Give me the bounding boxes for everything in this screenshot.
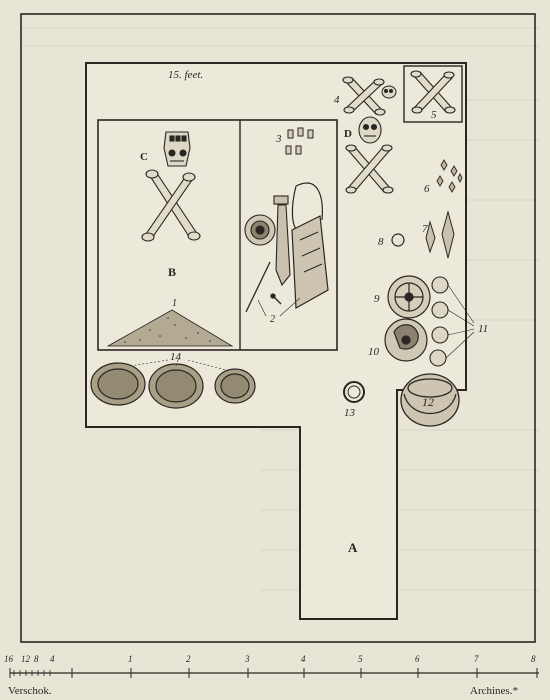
- ring-13-inner: [347, 385, 361, 399]
- area-letter-a: A: [348, 540, 358, 555]
- crossed-bones-4: [342, 76, 386, 116]
- item-number-10: 10: [368, 346, 380, 358]
- item-number-6: 6: [424, 183, 430, 195]
- area-letter-b: B: [168, 265, 176, 279]
- crossed-bones-d: [345, 144, 394, 194]
- vessel-12: [400, 373, 460, 427]
- arrowheads-7: [425, 210, 455, 259]
- archine-tick-3: 3: [244, 654, 250, 664]
- grave-chamber-outline: [85, 62, 467, 620]
- item-number-7: 7: [422, 223, 428, 235]
- archine-tick-1: 1: [128, 654, 133, 664]
- archine-tick-8: 8: [531, 654, 536, 664]
- scale-bar: [9, 668, 539, 678]
- archine-tick-2: 2: [186, 654, 191, 664]
- disc-10: [384, 318, 428, 362]
- archine-tick-7: 7: [474, 654, 479, 664]
- item-number-4: 4: [334, 94, 340, 106]
- item-number-11: 11: [478, 323, 488, 335]
- item-number-2: 2: [270, 314, 275, 325]
- sand-heap-dots: [124, 317, 211, 343]
- leaders-11: [445, 284, 475, 359]
- crossed-bones-b: [141, 169, 201, 242]
- verschok-tick-8: 8: [34, 654, 39, 664]
- scale-label-verschok: Verschok.: [8, 685, 52, 697]
- compartment-box: [97, 119, 338, 351]
- spear: [245, 261, 282, 313]
- verschok-tick-4: 4: [50, 654, 55, 664]
- sword: [273, 195, 291, 287]
- item-number-12: 12: [422, 395, 434, 409]
- verschok-tick-12: 12: [21, 654, 31, 664]
- archine-tick-5: 5: [358, 654, 363, 664]
- small-discs-11: [429, 276, 449, 367]
- leader-2b: [279, 297, 301, 317]
- verschok-tick-16: 16: [4, 654, 14, 664]
- scale-label-archines: Archines.*: [470, 685, 518, 697]
- item-number-13: 13: [344, 407, 356, 419]
- dimension-label: 15. feet.: [168, 69, 203, 81]
- area-letter-c: C: [140, 151, 148, 163]
- skull-d: [358, 116, 382, 144]
- leaders-14: [129, 359, 227, 371]
- item-number-5: 5: [431, 109, 437, 121]
- round-objects-14: [90, 362, 256, 409]
- disc-9: [387, 275, 431, 319]
- leader-2a: [257, 299, 267, 317]
- round-shield: [244, 214, 276, 246]
- crossed-bones-5: [410, 70, 456, 114]
- ring-8: [391, 233, 405, 247]
- beads-6: [436, 159, 463, 193]
- area-letter-d: D: [344, 128, 352, 140]
- archine-tick-6: 6: [415, 654, 420, 664]
- plate-border: [20, 13, 536, 643]
- item-number-8: 8: [378, 236, 384, 248]
- archine-tick-4: 4: [301, 654, 306, 664]
- item-number-3: 3: [275, 133, 282, 145]
- corner-box: [403, 65, 463, 123]
- item-number-9: 9: [374, 293, 380, 305]
- bow-and-quiver: [291, 182, 329, 309]
- small-skull-4: [381, 85, 397, 99]
- item-number-14: 14: [170, 351, 182, 363]
- item-number-1: 1: [172, 298, 177, 309]
- sand-heap: [106, 309, 234, 347]
- small-ornaments-3: [285, 127, 314, 155]
- skull-c: [163, 131, 191, 167]
- ring-13: [343, 381, 365, 403]
